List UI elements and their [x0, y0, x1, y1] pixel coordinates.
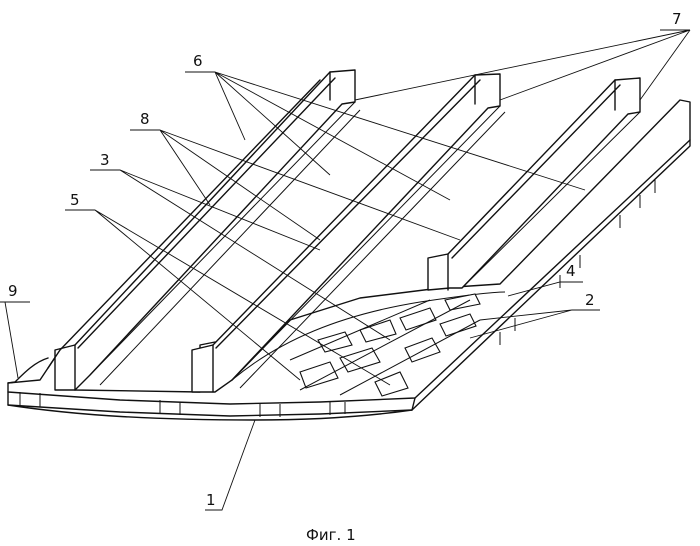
callout-3: 3 — [100, 151, 110, 169]
callout-labels: 1 2 3 4 5 6 7 8 9 — [8, 10, 682, 509]
callout-7: 7 — [672, 10, 682, 28]
leader-lines — [0, 29, 691, 511]
callout-4: 4 — [566, 262, 576, 280]
callout-2: 2 — [585, 291, 595, 309]
callout-9: 9 — [8, 282, 18, 300]
stiffener-ribs — [47, 69, 641, 393]
callout-6: 6 — [193, 52, 203, 70]
callout-8: 8 — [140, 110, 150, 128]
callout-1: 1 — [206, 491, 216, 509]
figure-caption: Фиг. 1 — [306, 526, 356, 544]
callout-5: 5 — [70, 191, 80, 209]
edge-flange — [7, 357, 49, 384]
